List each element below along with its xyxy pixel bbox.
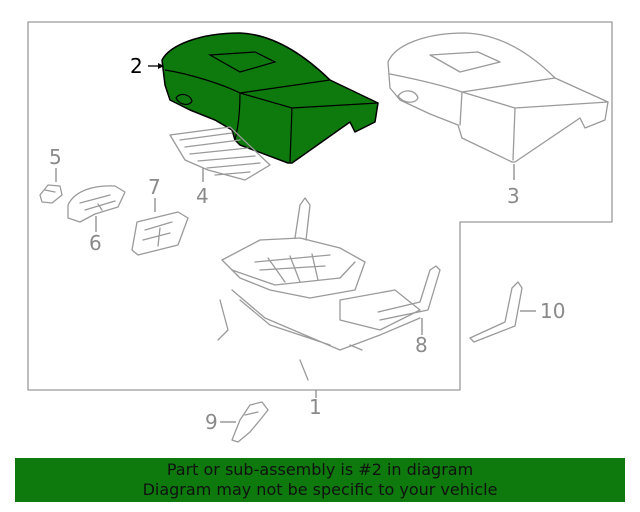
part-3-seat-cushion-outline[interactable] — [387, 32, 609, 163]
part-10-hook[interactable] — [469, 281, 523, 343]
part-1-seat-frame[interactable] — [217, 197, 421, 381]
part-2-seat-cushion[interactable] — [161, 32, 379, 164]
part-8-rod[interactable] — [377, 265, 441, 321]
part-5-knob[interactable] — [39, 184, 63, 204]
parts-diagram: 2 3 4 5 6 7 8 9 10 1 — [27, 21, 613, 443]
banner-line-2: Diagram may not be specific to your vehi… — [142, 480, 498, 499]
callout-4[interactable]: 4 — [196, 184, 209, 208]
part-9-bracket[interactable] — [231, 401, 269, 443]
part-4-seat-mat[interactable] — [169, 126, 271, 181]
part-7-trim-cover[interactable] — [131, 211, 189, 256]
banner-line-1: Part or sub-assembly is #2 in diagram — [166, 460, 474, 479]
callout-8[interactable]: 8 — [415, 333, 428, 357]
part-6-side-cover[interactable] — [67, 185, 126, 223]
callout-9[interactable]: 9 — [205, 410, 218, 434]
callout-3[interactable]: 3 — [507, 184, 520, 208]
info-banner: Part or sub-assembly is #2 in diagram Di… — [15, 458, 625, 502]
callout-1[interactable]: 1 — [309, 395, 322, 419]
callout-7[interactable]: 7 — [148, 175, 161, 199]
callout-2[interactable]: 2 — [130, 54, 143, 78]
callout-5[interactable]: 5 — [49, 145, 62, 169]
leader-2-arrow — [158, 63, 164, 69]
diagram-frame — [27, 21, 613, 391]
callout-10[interactable]: 10 — [540, 299, 565, 323]
callout-6[interactable]: 6 — [89, 231, 102, 255]
